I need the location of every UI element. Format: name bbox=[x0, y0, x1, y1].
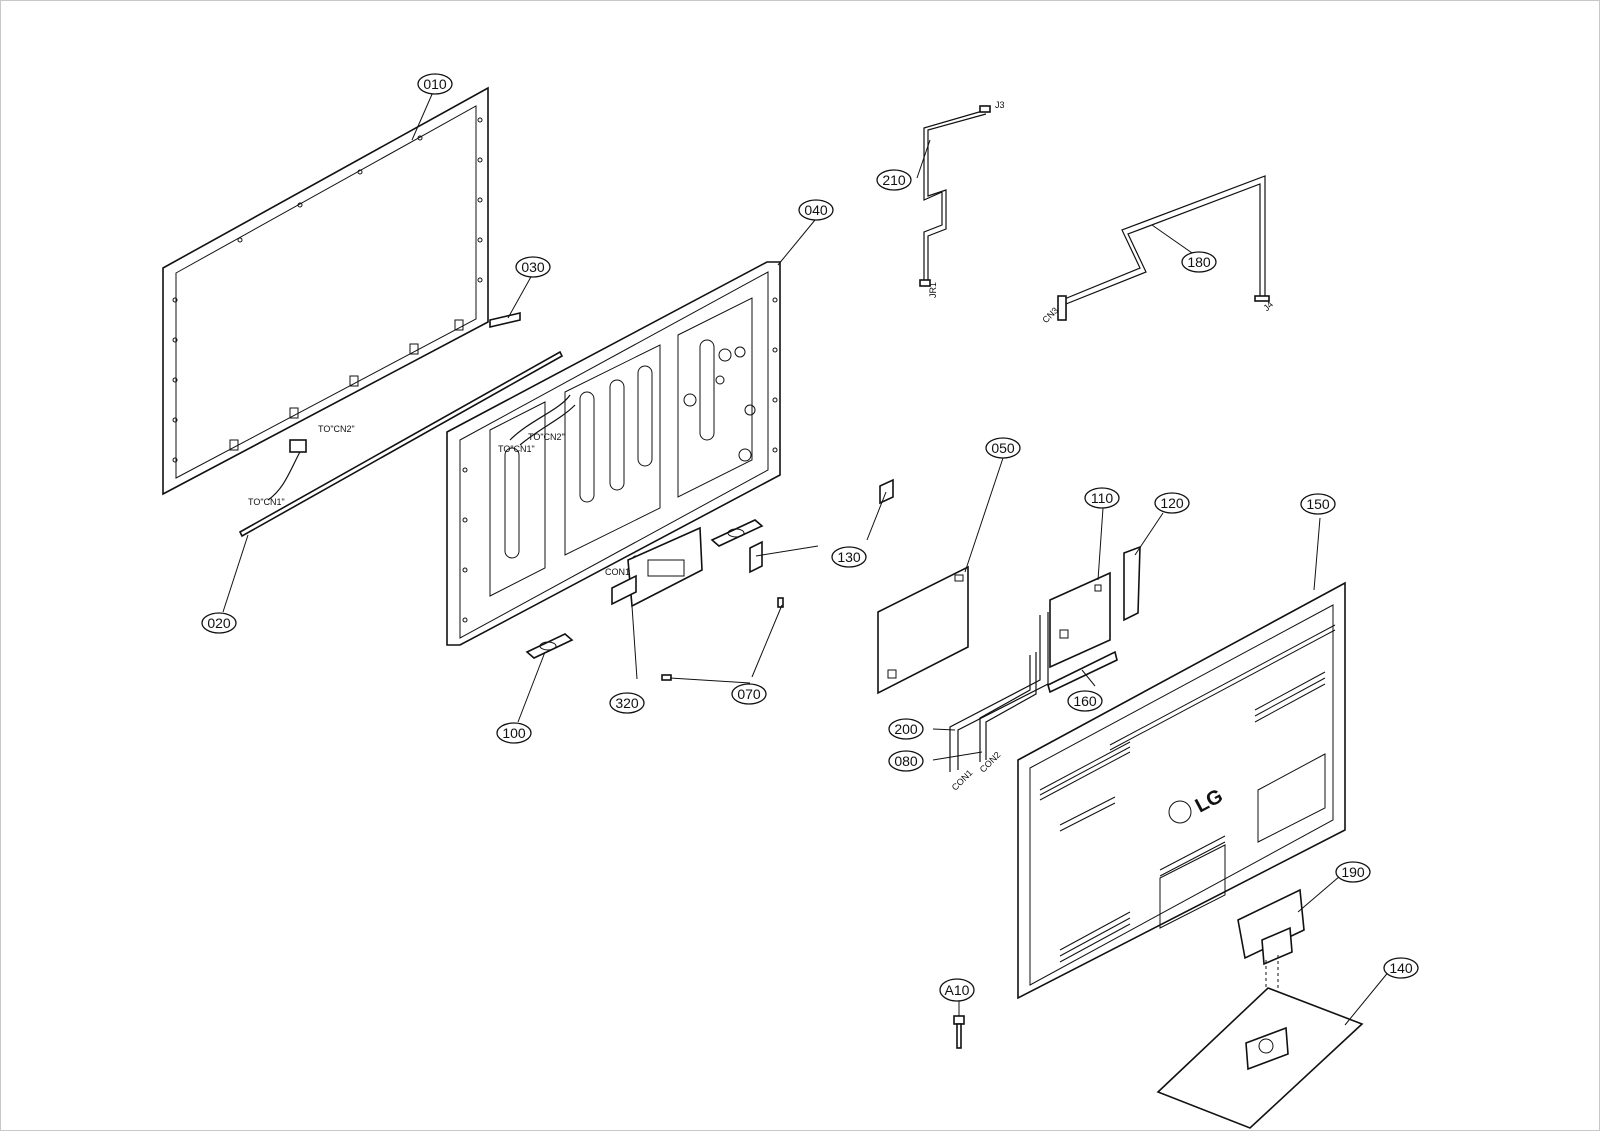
callout-bubbles: 010 020 030 040 050 070 080 100 110 120 … bbox=[201, 73, 1419, 1002]
callout-150: 150 bbox=[1300, 493, 1336, 515]
callout-130: 130 bbox=[831, 546, 867, 568]
bracket-part bbox=[611, 526, 703, 608]
key-board-part bbox=[1047, 650, 1118, 694]
cable-180-part: CN3 J4 bbox=[1040, 175, 1275, 325]
speaker-left-part bbox=[525, 633, 574, 659]
main-board-part bbox=[1049, 571, 1111, 669]
stand-base-part bbox=[1156, 987, 1364, 1129]
back-cover-part: LG bbox=[1017, 581, 1346, 1000]
svg-text:040: 040 bbox=[804, 202, 828, 218]
speaker-right-part bbox=[710, 519, 764, 547]
j3-label: J3 bbox=[995, 100, 1005, 110]
callout-200: 200 bbox=[888, 718, 924, 740]
cn3-label: CN3 bbox=[1040, 305, 1060, 325]
callout-020: 020 bbox=[201, 612, 237, 634]
svg-text:A10: A10 bbox=[945, 982, 970, 998]
callout-100: 100 bbox=[496, 722, 532, 744]
sensor-board-part bbox=[489, 311, 521, 329]
screw-part bbox=[661, 597, 784, 681]
callout-030: 030 bbox=[515, 256, 551, 278]
callout-180: 180 bbox=[1181, 251, 1217, 273]
svg-text:TO"CN2": TO"CN2" bbox=[318, 424, 355, 434]
main-chassis-part: TO"CN1" TO"CN2" CON1 CON2 bbox=[446, 261, 781, 646]
callout-080: 080 bbox=[888, 750, 924, 772]
callout-210: 210 bbox=[876, 169, 912, 191]
to-cn1-label: TO"CN1" bbox=[498, 444, 535, 454]
to-cn2-label: TO"CN2" bbox=[528, 432, 565, 442]
screw-a10-part bbox=[953, 1015, 965, 1049]
strip-part bbox=[238, 350, 564, 538]
svg-text:210: 210 bbox=[882, 172, 906, 188]
svg-text:180: 180 bbox=[1187, 254, 1211, 270]
jr1-label: JR1 bbox=[928, 282, 938, 298]
side-board-part bbox=[1123, 545, 1141, 622]
callout-140: 140 bbox=[1383, 957, 1419, 979]
con1-label-cable: CON1 bbox=[950, 768, 975, 793]
callout-120: 120 bbox=[1154, 492, 1190, 514]
callout-010: 010 bbox=[417, 73, 453, 95]
cable-210-part: J3 JR1 bbox=[919, 100, 1005, 298]
callout-320: 320 bbox=[609, 692, 645, 714]
svg-text:130: 130 bbox=[837, 549, 861, 565]
callout-050: 050 bbox=[985, 437, 1021, 459]
callout-040: 040 bbox=[798, 199, 834, 221]
callout-070: 070 bbox=[731, 683, 767, 705]
leader-lines bbox=[222, 91, 1391, 1026]
callout-110: 110 bbox=[1084, 487, 1120, 509]
svg-text:070: 070 bbox=[737, 686, 761, 702]
svg-text:110: 110 bbox=[1091, 490, 1114, 506]
svg-text:200: 200 bbox=[894, 721, 918, 737]
callout-a10: A10 bbox=[939, 978, 975, 1002]
svg-text:TO"CN1": TO"CN1" bbox=[248, 497, 285, 507]
svg-text:140: 140 bbox=[1389, 960, 1413, 976]
small-bracket-part bbox=[749, 478, 894, 574]
svg-text:050: 050 bbox=[991, 440, 1015, 456]
con2-label-cable: CON2 bbox=[978, 750, 1003, 775]
svg-text:160: 160 bbox=[1073, 693, 1097, 709]
svg-text:010: 010 bbox=[423, 76, 447, 92]
svg-text:120: 120 bbox=[1160, 495, 1184, 511]
front-bezel-part: TO"CN1" TO"CN2" bbox=[162, 86, 489, 507]
svg-text:100: 100 bbox=[502, 725, 526, 741]
svg-text:190: 190 bbox=[1341, 864, 1365, 880]
con1-label-chassis: CON1 bbox=[605, 567, 630, 577]
callout-190: 190 bbox=[1335, 861, 1371, 883]
svg-text:030: 030 bbox=[521, 259, 545, 275]
power-board-part bbox=[877, 565, 969, 695]
svg-text:150: 150 bbox=[1306, 496, 1330, 512]
svg-text:080: 080 bbox=[894, 753, 918, 769]
svg-text:320: 320 bbox=[615, 695, 639, 711]
callout-160: 160 bbox=[1067, 690, 1103, 712]
svg-text:020: 020 bbox=[207, 615, 231, 631]
